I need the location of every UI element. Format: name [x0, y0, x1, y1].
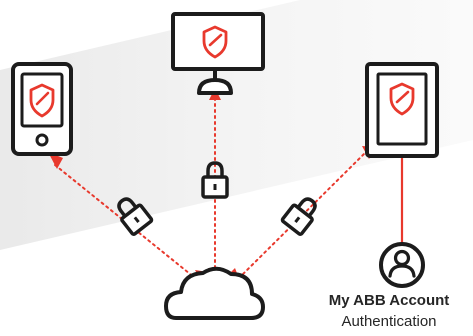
- cloud-icon: [164, 266, 265, 320]
- phone-device: [11, 62, 73, 156]
- user-icon: [379, 242, 425, 288]
- phone-arrowhead: [48, 152, 63, 169]
- shield-icon: [29, 83, 55, 118]
- account-caption-title: My ABB Account: [328, 292, 450, 309]
- tablet-device: [365, 62, 439, 158]
- account-caption-subtitle: Authentication: [341, 313, 437, 330]
- padlock-icon: [280, 197, 317, 236]
- shield-icon: [202, 25, 228, 59]
- monitor-device: [171, 12, 265, 95]
- background-band: [0, 0, 473, 250]
- padlock-icon: [117, 197, 154, 236]
- padlock-icon: [201, 161, 229, 199]
- shield-icon: [389, 82, 415, 116]
- phone-to-cloud-link: [54, 164, 201, 283]
